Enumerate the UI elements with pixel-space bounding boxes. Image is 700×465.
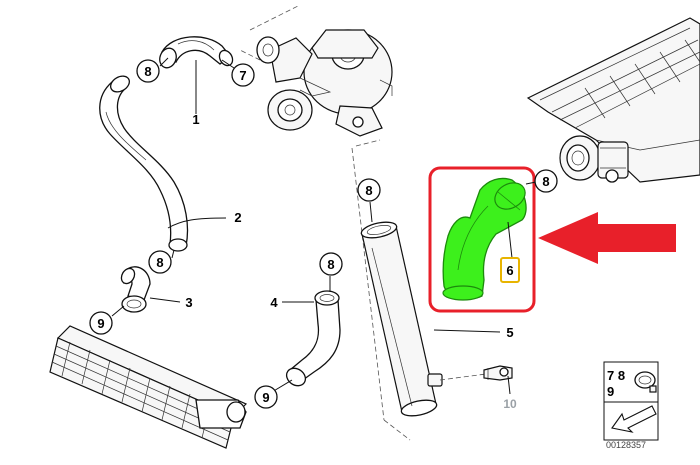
svg-text:8: 8 xyxy=(542,174,549,189)
svg-text:8: 8 xyxy=(365,183,372,198)
hose-part-2 xyxy=(99,75,189,252)
callout-6-highlighted: 6 xyxy=(500,257,520,283)
svg-text:9: 9 xyxy=(97,316,104,331)
svg-text:7: 7 xyxy=(239,68,246,83)
callout-2: 2 xyxy=(234,210,241,225)
svg-text:9: 9 xyxy=(262,390,269,405)
legend-box: 7 8 9 00128357 xyxy=(603,361,659,450)
callout-8-left: 8 xyxy=(148,250,172,274)
callout-7: 7 xyxy=(231,63,255,87)
hose-part-4 xyxy=(285,290,341,387)
callout-8-pipe5: 8 xyxy=(357,178,381,202)
callout-9-bottom: 9 xyxy=(254,385,278,409)
callout-3: 3 xyxy=(185,295,192,310)
svg-text:8: 8 xyxy=(156,255,163,270)
hose-clamp-icon xyxy=(634,371,657,393)
highlight-arrow xyxy=(538,212,676,264)
callout-5: 5 xyxy=(506,325,513,340)
drawing-number: 00128357 xyxy=(606,440,646,450)
callout-9-left: 9 xyxy=(89,311,113,335)
callout-1: 1 xyxy=(192,112,199,127)
pipe-part-5 xyxy=(351,139,513,441)
legend-text-9: 9 xyxy=(607,384,614,399)
callout-8-right: 8 xyxy=(534,169,558,193)
callout-4: 4 xyxy=(270,295,278,310)
intake-manifold xyxy=(526,17,700,183)
svg-text:8: 8 xyxy=(144,64,151,79)
hose-part-3 xyxy=(120,266,151,313)
turbocharger xyxy=(239,4,393,137)
hose-part-6-highlighted xyxy=(442,177,527,301)
intercooler xyxy=(49,325,248,449)
leader-lines xyxy=(111,57,537,395)
svg-text:8: 8 xyxy=(327,257,334,272)
callout-10: 10 xyxy=(503,397,517,411)
legend-text-7-8: 7 8 xyxy=(607,368,625,383)
callout-8-pipe4: 8 xyxy=(319,252,343,276)
callout-8-top: 8 xyxy=(136,59,160,83)
highlight-frame xyxy=(428,166,536,313)
arrow-down-left-icon xyxy=(611,405,657,433)
svg-text:6: 6 xyxy=(506,263,513,278)
